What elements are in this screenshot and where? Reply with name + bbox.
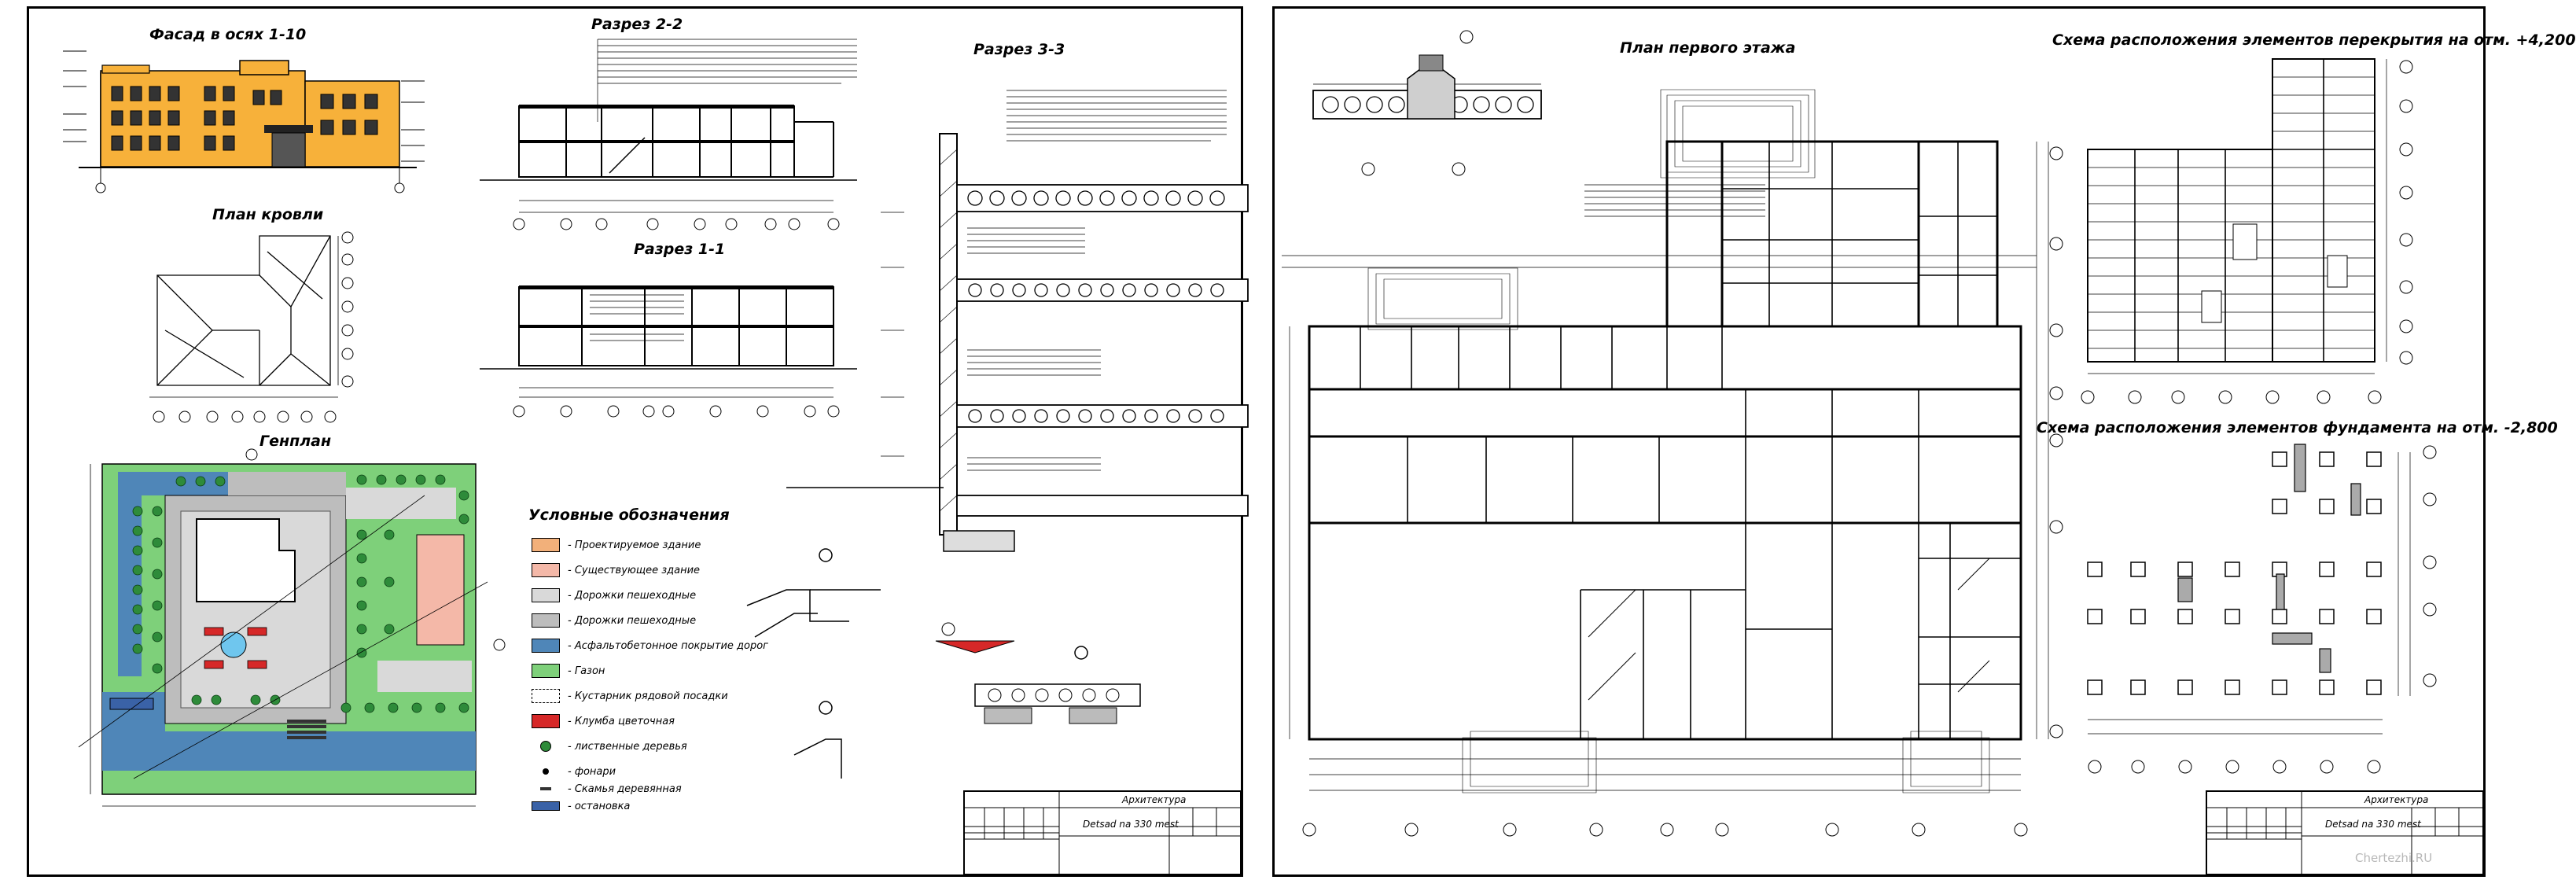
title-block-project: Detsad na 330 mest: [1083, 819, 1179, 830]
foundation-scheme-drawing: [2087, 444, 2437, 774]
watermark: Chertezhi.RU: [2355, 851, 2433, 865]
legend-swatch: [532, 664, 560, 678]
legend-swatch: [532, 689, 560, 703]
legend-item: - остановка: [532, 797, 630, 815]
legend-item: - Проектируемое здание: [532, 536, 701, 554]
legend-swatch: [532, 563, 560, 577]
facade-drawing: [63, 50, 425, 193]
legend-swatch: [532, 613, 560, 628]
legend-label: - Дорожки пешеходные: [568, 589, 697, 602]
roof-node-detail: [1312, 30, 1542, 176]
legend-label: - лиственные деревья: [568, 740, 687, 753]
legend-label: - Асфальтобетонное покрытие дорог: [568, 639, 769, 652]
legend-swatch-bench: [532, 782, 560, 796]
legend-label: - фонари: [568, 765, 616, 778]
title-block-grid: [2207, 792, 2482, 874]
section-2-2-title: Разрез 2-2: [591, 16, 683, 33]
title-block: Архитектура Detsad na 330 mest: [2206, 790, 2484, 875]
legend-label: - Проектируемое здание: [568, 539, 701, 551]
legend-label: - Существующее здание: [568, 564, 701, 576]
legend-swatch: [532, 588, 560, 602]
legend-label: - Кустарник рядовой посадки: [568, 690, 728, 702]
legend-item: - Асфальтобетонное покрытие дорог: [532, 637, 768, 654]
title-block-org: Архитектура: [1122, 794, 1187, 805]
section-1-1-title: Разрез 1-1: [634, 241, 726, 258]
legend-swatch: [532, 801, 560, 811]
legend-label: - Дорожки пешеходные: [568, 614, 697, 627]
section-1-1-drawing: [480, 285, 857, 418]
title-block-project: Detsad na 330 mest: [2325, 819, 2421, 830]
legend-item: - фонари: [532, 763, 616, 780]
legend-item: - Кустарник рядовой посадки: [532, 687, 728, 705]
first-floor-plan-drawing: [1282, 89, 2063, 837]
legend-swatch: [532, 714, 560, 728]
legend: - Проектируемое здание - Существующее зд…: [532, 536, 768, 812]
legend-label: - остановка: [568, 800, 631, 812]
genplan-drawing: [78, 448, 506, 807]
section-2-2-drawing: [480, 39, 857, 230]
section-3-3-title: Разрез 3-3: [973, 41, 1065, 58]
legend-title: Условные обозначения: [528, 506, 730, 524]
legend-swatch-lamp: [532, 764, 560, 779]
legend-swatch: [532, 538, 560, 552]
sheet-construction: План первого этажа Схема расположения эл…: [1250, 0, 2576, 880]
legend-label: - Клумба цветочная: [568, 715, 675, 727]
roof-plan-title: План кровли: [212, 206, 324, 223]
title-block-org: Архитектура: [2364, 794, 2429, 805]
detail-nodes-drawing: [746, 548, 1141, 779]
plan-notes: [1584, 184, 1765, 217]
legend-item: - Существующее здание: [532, 562, 700, 579]
genplan-title: Генплан: [259, 433, 332, 450]
legend-item: - Клумба цветочная: [532, 712, 675, 730]
legend-item: - Газон: [532, 662, 605, 679]
legend-swatch-tree: [532, 739, 560, 753]
roof-plan-drawing: [149, 231, 354, 423]
title-block-grid: [965, 792, 1240, 874]
facade-title: Фасад в осях 1-10: [149, 26, 307, 43]
section-3-3-drawing: [786, 90, 1249, 636]
sheet-architecture: Фасад в осях 1-10 План кровли Разрез 2-2…: [0, 0, 1249, 880]
sheet-frame: [1272, 6, 2486, 877]
legend-label: - Газон: [568, 665, 605, 677]
floor-plan-title: План первого этажа: [1620, 39, 1796, 57]
legend-item: - лиственные деревья: [532, 738, 687, 755]
legend-item: - Дорожки пешеходные: [532, 612, 696, 629]
legend-swatch: [532, 639, 560, 653]
legend-item: - Скамья деревянная: [532, 780, 682, 797]
slab-scheme-drawing: [2081, 58, 2413, 404]
title-block: Архитектура Detsad na 330 mest: [963, 790, 1242, 875]
foundation-scheme-title: Схема расположения элементов фундамента …: [2037, 419, 2558, 436]
legend-item: - Дорожки пешеходные: [532, 587, 696, 604]
sheet-frame: [27, 6, 1243, 877]
legend-label: - Скамья деревянная: [568, 782, 682, 795]
slab-scheme-title: Схема расположения элементов перекрытия …: [2052, 31, 2576, 49]
